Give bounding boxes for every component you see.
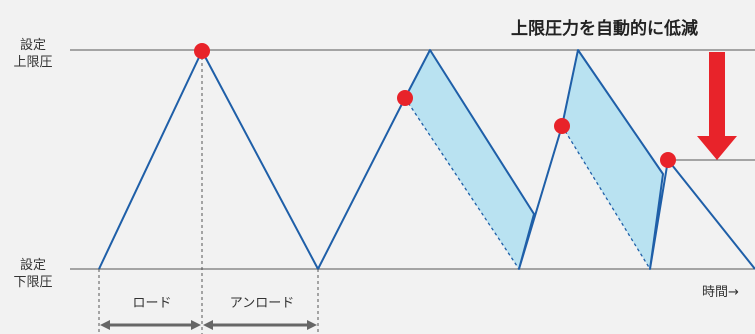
reduction-arrow	[697, 52, 737, 160]
time-axis-label: 時間→	[702, 285, 739, 300]
unload-label: アンロード	[229, 296, 295, 311]
unload-dimension-arrow	[203, 320, 317, 330]
load-label: ロード	[132, 296, 172, 311]
upper-limit-label-line1: 設定	[19, 38, 46, 53]
reduction-area-1	[405, 50, 534, 269]
peak-marker-2	[397, 90, 413, 106]
load-dimension-arrow	[100, 320, 201, 330]
lower-limit-label: 設定 下限圧	[0, 257, 66, 291]
reduction-area-2	[562, 50, 663, 269]
peak-marker-4	[660, 152, 676, 168]
lower-limit-label-line2: 下限圧	[13, 275, 53, 290]
reduced-unload-path-1	[404, 97, 520, 270]
reduced-unload-path-2	[561, 125, 651, 270]
upper-limit-label-line2: 上限圧	[13, 55, 53, 70]
diagram-title: 上限圧力を自動的に低減	[511, 19, 698, 39]
upper-limit-label: 設定 上限圧	[0, 37, 66, 71]
peak-marker-1	[194, 43, 210, 59]
peak-marker-3	[554, 118, 570, 134]
lower-limit-label-line1: 設定	[19, 258, 46, 273]
